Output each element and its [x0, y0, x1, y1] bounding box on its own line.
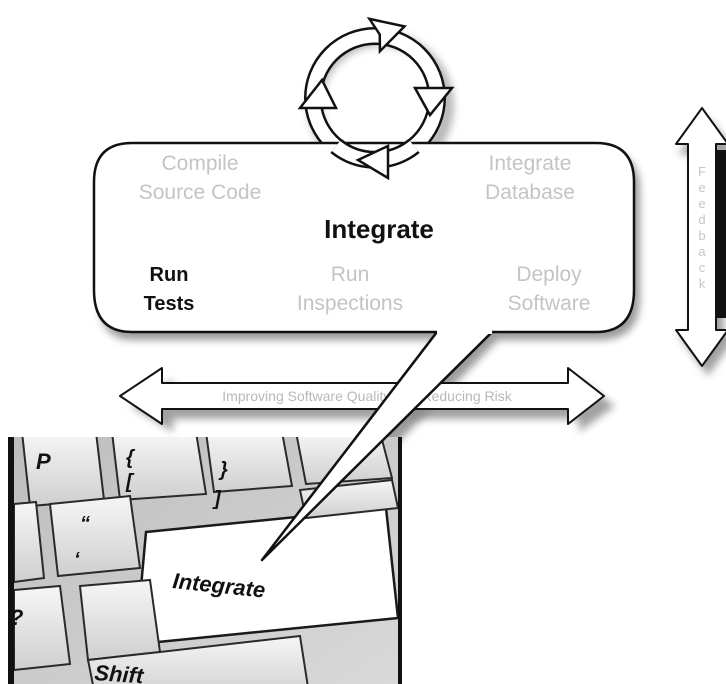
svg-text:d: d — [698, 212, 705, 227]
svg-text:c: c — [699, 260, 706, 275]
key-quote-double-label: “ — [80, 513, 90, 535]
cell-run-inspections-line2: Inspections — [297, 292, 403, 315]
svg-text:k: k — [699, 276, 706, 291]
key-shift-label: Shift — [94, 660, 146, 684]
svg-text:b: b — [698, 228, 705, 243]
key-brace-close-label: } — [218, 459, 228, 481]
cell-integrate-db-line1: Integrate — [489, 152, 572, 175]
cell-run-tests-line2: Tests — [144, 293, 195, 315]
cell-compile-line1: Compile — [161, 152, 238, 175]
quality-arrow-label: Improving Software Quality and Reducing … — [222, 388, 512, 404]
key-p-label: P — [36, 449, 51, 474]
key-brace-open-label: { — [126, 447, 136, 469]
key-question-label: ? — [10, 605, 23, 630]
quality-arrow — [119, 367, 615, 432]
key-bracket-close-label: ] — [212, 488, 222, 510]
feedback-label: F e e d b a c k — [698, 164, 706, 291]
svg-text:e: e — [698, 196, 705, 211]
svg-text:a: a — [698, 244, 706, 259]
key-bracket-open-label: [ — [125, 471, 135, 493]
keyboard-image: P { [ } ] “ ‘ ? Integrate Shift — [8, 437, 402, 684]
cell-run-tests-line1: Run — [150, 264, 189, 286]
svg-text:F: F — [698, 164, 706, 179]
cell-deploy-line2: Software — [508, 292, 591, 315]
key-quote-single-label: ‘ — [74, 549, 80, 571]
cell-integrate-db-line2: Database — [485, 181, 575, 204]
diagram-title: Integrate — [324, 214, 434, 244]
svg-text:e: e — [698, 180, 705, 195]
cell-deploy-line1: Deploy — [516, 263, 582, 286]
cell-compile-line2: Source Code — [139, 181, 262, 204]
cell-run-inspections-line1: Run — [331, 263, 370, 286]
feedback-arrow — [675, 107, 726, 376]
